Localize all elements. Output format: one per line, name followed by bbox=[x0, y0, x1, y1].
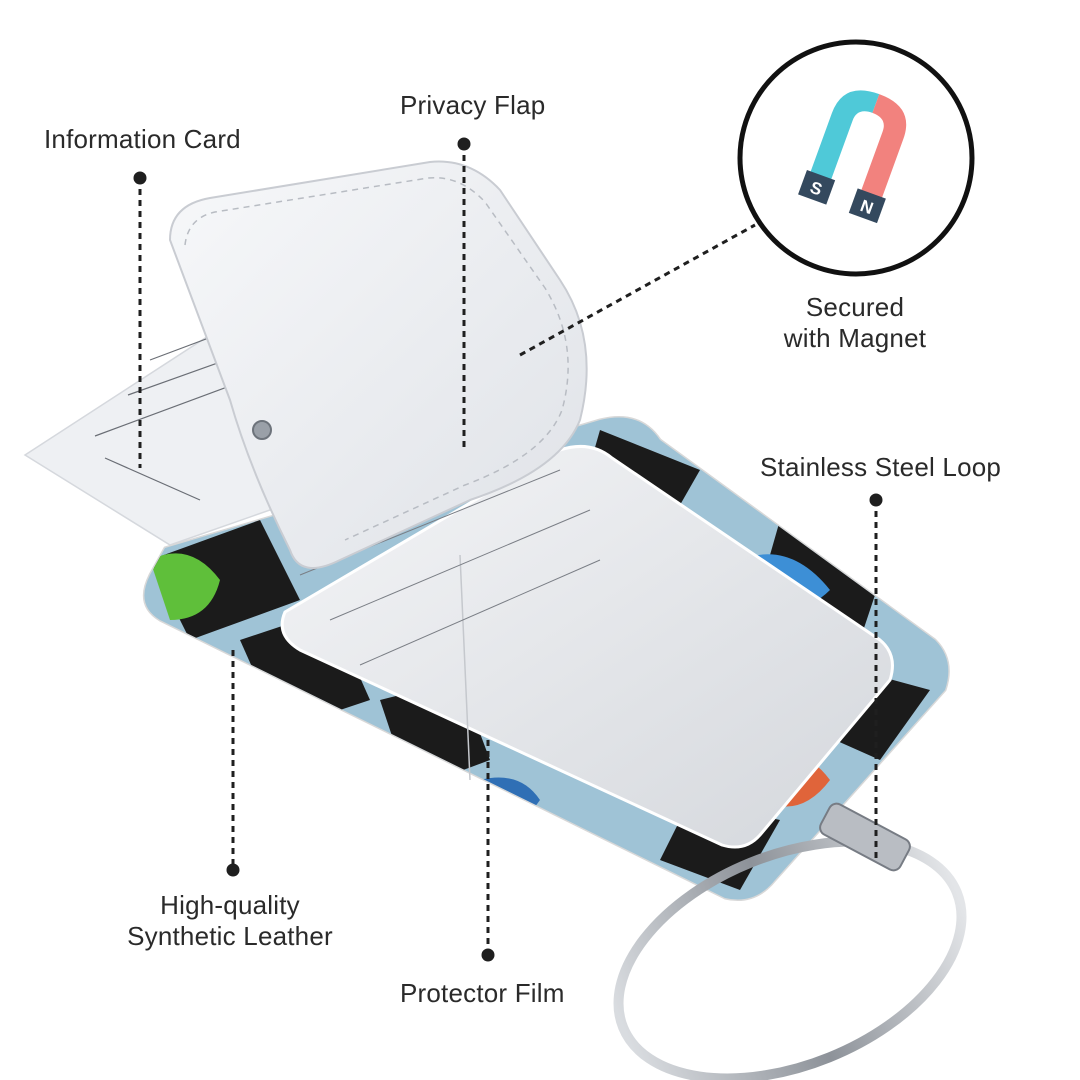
label-synthetic-leather: High-quality Synthetic Leather bbox=[110, 890, 350, 952]
magnet-badge: S N bbox=[737, 39, 975, 277]
label-privacy-flap: Privacy Flap bbox=[400, 90, 546, 120]
magnet-icon: S N bbox=[798, 90, 907, 224]
label-information-card: Information Card bbox=[44, 124, 241, 154]
privacy-flap bbox=[168, 160, 588, 569]
label-secured-with-magnet: Secured with Magnet bbox=[770, 292, 940, 354]
label-secured-line1: Secured bbox=[805, 292, 905, 322]
label-leather-line1: High-quality bbox=[160, 890, 300, 920]
stainless-steel-loop bbox=[613, 802, 967, 1080]
label-secured-line2: with Magnet bbox=[783, 323, 927, 353]
tag-body bbox=[142, 416, 950, 901]
label-stainless-steel-loop: Stainless Steel Loop bbox=[760, 452, 1002, 482]
label-leather-line2: Synthetic Leather bbox=[127, 921, 333, 951]
magnet-pole-n: N bbox=[858, 196, 876, 218]
label-protector-film: Protector Film bbox=[400, 978, 565, 1008]
callout-leaders bbox=[133, 137, 883, 962]
